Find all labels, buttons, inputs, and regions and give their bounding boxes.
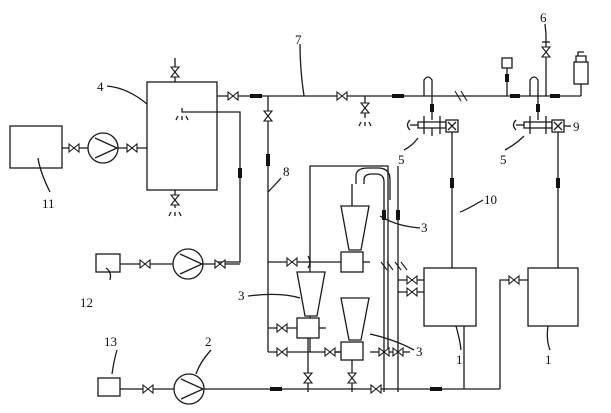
- instrument-gauge: [501, 57, 513, 69]
- valve-vessel4-top: [170, 66, 180, 78]
- label-1-left: 1: [456, 352, 463, 367]
- valve-pump12-discharge: [214, 259, 226, 269]
- hydrocyclone-3-left: [296, 271, 326, 339]
- valve-cyclone-top-inlet: [286, 257, 298, 267]
- valve-cyclone-bottom-inlet-2: [324, 347, 336, 357]
- label-11: 11: [42, 196, 55, 211]
- valve-tank1-right-inlet: [508, 275, 520, 285]
- label-9: 9: [573, 119, 580, 134]
- tank-12: [95, 253, 121, 273]
- valve-underflow-right: [347, 372, 357, 384]
- valve-cyclone-left-inlet: [276, 323, 288, 333]
- valve-6: [541, 46, 551, 58]
- valve-header: [336, 91, 348, 101]
- pressure-device: [573, 61, 589, 85]
- valve-vessel4-outlet: [227, 91, 239, 101]
- valve-spray-branch: [360, 102, 370, 114]
- label-6: 6: [540, 10, 547, 25]
- tank-11: [9, 125, 63, 169]
- pump-2: [173, 373, 205, 405]
- valve-bottom-line: [370, 384, 382, 394]
- label-12: 12: [80, 295, 93, 310]
- valve-tank13-outlet: [142, 384, 154, 394]
- valve-tank1-inlet-b: [406, 287, 418, 297]
- feed-pump-11: [87, 132, 119, 164]
- vessel-4: [146, 81, 218, 191]
- label-13: 13: [104, 334, 117, 349]
- valve-underflow-left: [303, 372, 313, 384]
- label-7: 7: [295, 32, 302, 47]
- label-3-top: 3: [421, 220, 428, 235]
- tank-1-left: [423, 267, 477, 327]
- label-1-right: 1: [545, 352, 552, 367]
- valve-tank11-outlet: [68, 143, 80, 153]
- label-5-left: 5: [398, 152, 405, 167]
- label-10: 10: [484, 192, 497, 207]
- hydrocyclone-3-top: [340, 184, 370, 273]
- valve-cyclone-bottom-inlet: [276, 347, 288, 357]
- valve-tank1-inlet-a: [406, 275, 418, 285]
- label-4: 4: [97, 79, 104, 94]
- label-3-left: 3: [238, 288, 245, 303]
- label-5-right: 5: [500, 152, 507, 167]
- hydrocyclone-3-bottom: [340, 297, 370, 361]
- pump-12: [172, 248, 204, 280]
- tank-13: [97, 377, 121, 397]
- mixer-5-left: [406, 116, 447, 134]
- tank-1-right: [527, 267, 579, 327]
- label-8: 8: [283, 164, 290, 179]
- label-3-bottom: 3: [416, 344, 423, 359]
- valve-tank12-outlet: [139, 259, 151, 269]
- valve-vessel4-bottom: [170, 194, 180, 206]
- mixer-5-right: [512, 116, 553, 134]
- valve-pump11-discharge: [126, 143, 138, 153]
- label-2: 2: [205, 334, 212, 349]
- valve-line8: [263, 110, 273, 122]
